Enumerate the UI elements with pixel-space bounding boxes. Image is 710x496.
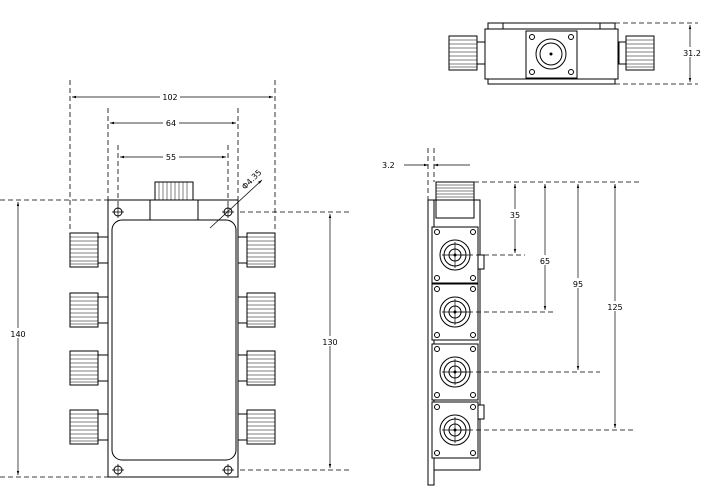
top-view: 31.2 bbox=[448, 22, 702, 85]
dim-hole-spacing-y: 130 bbox=[322, 338, 337, 347]
dim-hole-diameter: Φ4.35 bbox=[240, 168, 263, 191]
dim-port-1: 35 bbox=[510, 211, 520, 220]
dim-hole-spacing-x: 55 bbox=[166, 153, 176, 162]
left-connectors bbox=[69, 232, 109, 445]
top-connector bbox=[149, 181, 199, 221]
dim-connector-span: 64 bbox=[166, 119, 176, 128]
housing bbox=[111, 219, 237, 461]
dim-overall-height: 140 bbox=[10, 330, 25, 339]
front-view: 102 64 55 Φ4.35 140 130 bbox=[0, 80, 350, 478]
dim-overall-width: 102 bbox=[162, 93, 177, 102]
dim-top-height: 31.2 bbox=[683, 49, 701, 58]
side-view: 3.2 35 65 95 125 bbox=[382, 148, 640, 486]
dim-port-2: 65 bbox=[540, 257, 550, 266]
dim-port-3: 95 bbox=[573, 280, 583, 289]
dim-plate-thickness: 3.2 bbox=[382, 161, 395, 170]
right-connectors bbox=[237, 232, 276, 445]
dim-port-4: 125 bbox=[607, 303, 622, 312]
mounting-holes bbox=[112, 206, 234, 476]
